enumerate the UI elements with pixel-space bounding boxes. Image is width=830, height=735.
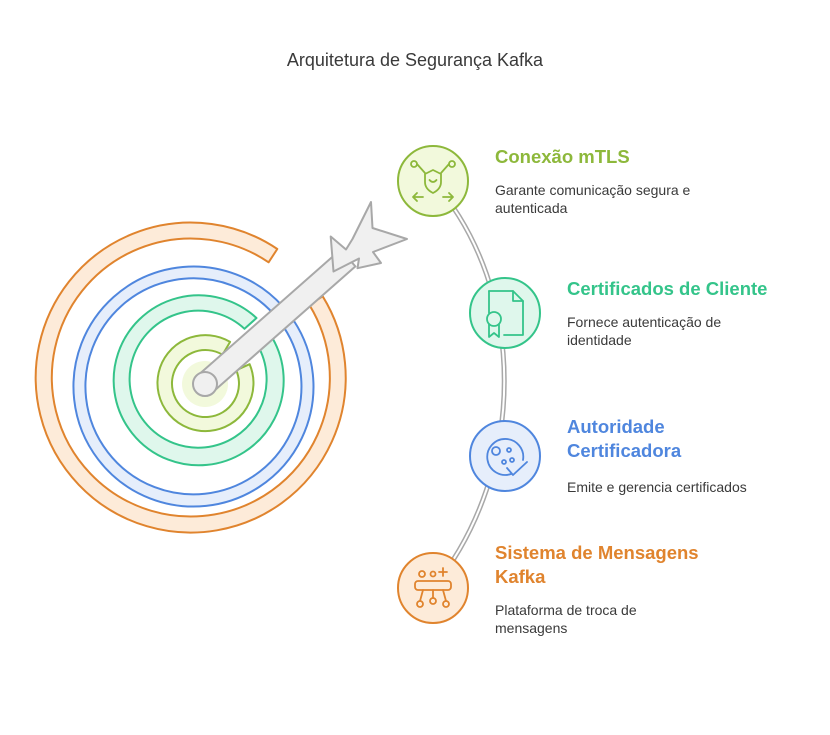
item-desc-line: autenticada: [495, 200, 568, 216]
node-1: [397, 145, 469, 217]
item-title-line: Conexão mTLS: [495, 146, 630, 167]
connector-arc: [430, 178, 507, 591]
item-title-line: Sistema de Mensagens: [495, 542, 699, 563]
item-desc-ca: Emite e gerencia certificados: [567, 478, 747, 496]
item-title-line: Kafka: [495, 566, 546, 587]
item-title-kafka: Sistema de Mensagens Kafka: [495, 541, 699, 589]
kafka-cluster-icon: [414, 567, 452, 608]
item-title-line: Certificadora: [567, 440, 682, 461]
item-desc-line: identidade: [567, 332, 632, 348]
item-title-client-certs: Certificados de Cliente: [567, 277, 767, 301]
target-ring-green: [156, 334, 255, 433]
item-desc-mtls: Garante comunicação segura e autenticada: [495, 181, 690, 217]
item-desc-line: Garante comunicação segura e: [495, 182, 691, 198]
target-rings: [34, 221, 347, 534]
certificate-authority-seal-icon: [486, 438, 528, 476]
target-ring-teal: [112, 294, 285, 467]
arrow: [192, 201, 408, 397]
diagram-title: Arquitetura de Segurança Kafka: [286, 50, 544, 70]
item-desc-client-certs: Fornece autenticação de identidade: [567, 313, 721, 349]
item-title-line: Certificados de Cliente: [567, 278, 768, 299]
certificate-document-icon: [486, 290, 524, 338]
item-desc-kafka: Plataforma de troca de mensagens: [495, 601, 637, 637]
item-title-line: Autoridade: [567, 416, 665, 437]
target-ring-orange: [34, 221, 347, 534]
item-desc-line: Fornece autenticação de: [567, 314, 722, 330]
network-shield-icon: [410, 160, 456, 202]
item-desc-line: mensagens: [495, 620, 568, 636]
item-title-mtls: Conexão mTLS: [495, 145, 630, 169]
arrow-fletching: [329, 201, 408, 273]
item-desc-line: Emite e gerencia certificados: [567, 479, 747, 495]
node-2: [469, 277, 541, 349]
arrow-tip: [192, 371, 218, 397]
item-title-ca: Autoridade Certificadora: [567, 415, 681, 463]
item-desc-line: Plataforma de troca de: [495, 602, 637, 618]
node-4: [397, 552, 469, 624]
target-ring-blue: [72, 265, 315, 508]
node-3: [469, 420, 541, 492]
